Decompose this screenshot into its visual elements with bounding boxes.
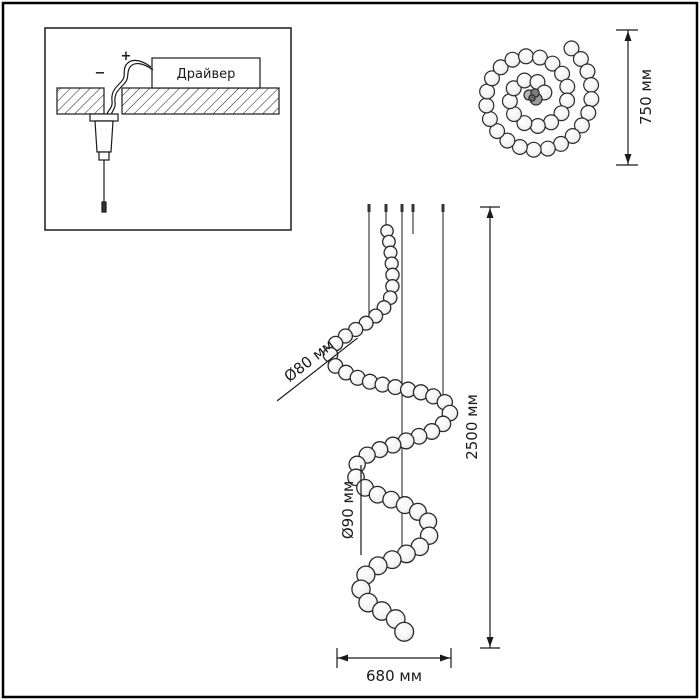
installation-inset: Драйвер − + [44, 27, 292, 231]
dim-2500: 2500 мм [463, 206, 500, 649]
total-height-label: 2500 мм [463, 394, 481, 460]
canopy-icon [89, 113, 119, 213]
plus-sign: + [121, 49, 132, 64]
dim-90: Ø90 мм [339, 465, 362, 555]
ceiling-slab [56, 87, 280, 115]
driver-label: Драйвер [177, 67, 236, 82]
driver-box: Драйвер [151, 57, 261, 89]
minus-sign: − [95, 66, 106, 81]
dim-750: 750 мм [616, 29, 655, 166]
top-view-height-label: 750 мм [637, 69, 655, 125]
lower-diameter-label: Ø90 мм [339, 481, 357, 539]
bottom-width-label: 680 мм [366, 667, 422, 685]
top-view-spiral [478, 40, 600, 158]
power-wire-icon: − + [95, 49, 154, 116]
dim-680: 680 мм [336, 648, 452, 685]
front-view: Ø80 мм Ø90 мм 2500 мм 680 мм [276, 204, 500, 685]
bead-chain [322, 224, 459, 642]
